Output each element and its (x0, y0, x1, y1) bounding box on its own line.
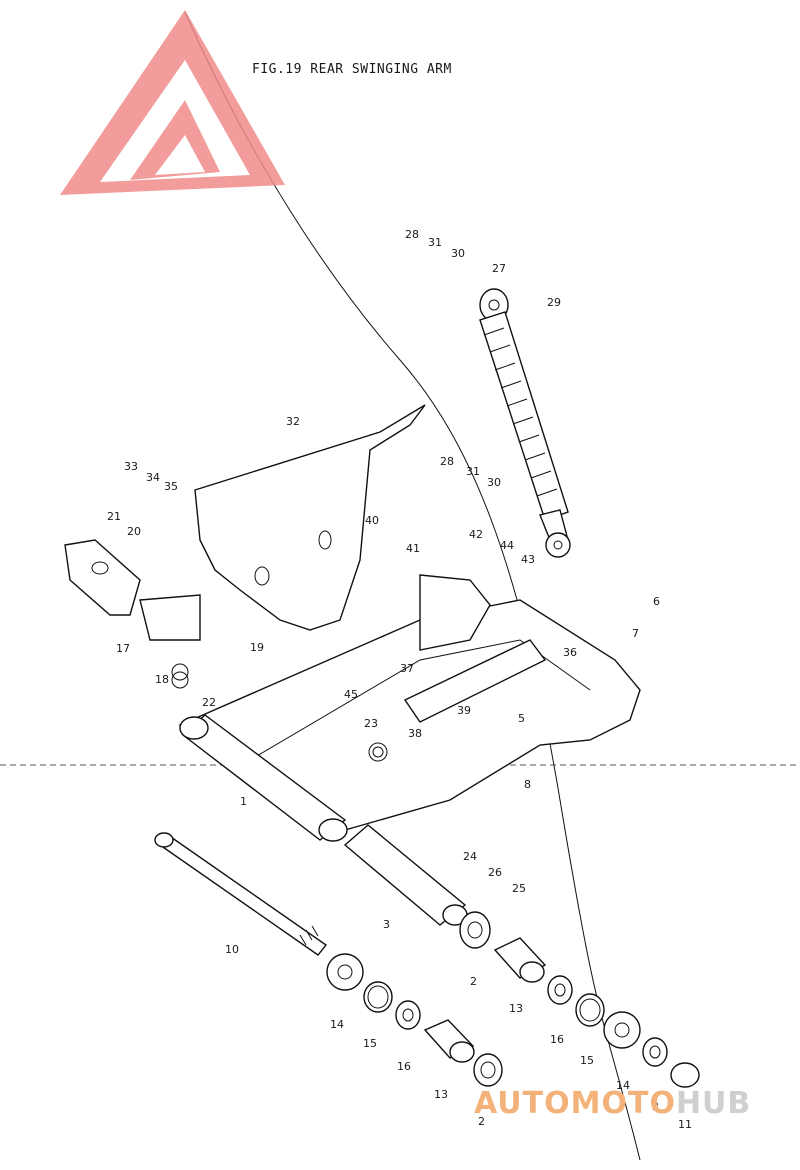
callout-22: 22 (202, 696, 216, 709)
logo-word-hub: HUB (675, 1086, 752, 1121)
callout-15: 15 (580, 1054, 594, 1067)
bush-and-washer-stack (326, 911, 700, 1088)
callout-1: 1 (240, 795, 247, 808)
callout-33: 33 (124, 460, 138, 473)
logo-word-auto: AUTO (474, 1086, 571, 1121)
callout-14: 14 (330, 1018, 344, 1031)
callout-41: 41 (406, 542, 420, 555)
callout-13: 13 (434, 1088, 448, 1101)
callout-39: 39 (457, 704, 471, 717)
callout-2: 2 (652, 1100, 659, 1113)
callout-13: 13 (509, 1002, 523, 1015)
callout-40: 40 (365, 514, 379, 527)
callout-8: 8 (524, 778, 531, 791)
callout-26: 26 (488, 866, 502, 879)
chain-guard (194, 404, 426, 631)
torque-link (403, 639, 547, 723)
brake-spring (368, 742, 388, 762)
callout-31: 31 (428, 236, 442, 249)
chain-adjuster-left (64, 539, 201, 641)
callout-43: 43 (521, 553, 535, 566)
callout-32: 32 (286, 415, 300, 428)
callout-10: 10 (225, 943, 239, 956)
callout-7: 7 (632, 627, 639, 640)
pivot-spacer (343, 824, 468, 926)
callout-31: 31 (466, 465, 480, 478)
rear-shock-absorber (479, 288, 571, 558)
callout-3: 3 (383, 918, 390, 931)
callout-34: 34 (146, 471, 160, 484)
callout-19: 19 (250, 641, 264, 654)
pivot-tube (179, 714, 348, 842)
callout-16: 16 (397, 1060, 411, 1073)
callout-21: 21 (107, 510, 121, 523)
chain-guard-hole (318, 530, 332, 550)
callout-42: 42 (469, 528, 483, 541)
callout-28: 28 (440, 455, 454, 468)
callout-36: 36 (563, 646, 577, 659)
callout-27: 27 (492, 262, 506, 275)
callout-45: 45 (344, 688, 358, 701)
callout-30: 30 (487, 476, 501, 489)
automotohub-logo (60, 10, 285, 195)
callout-18: 18 (155, 673, 169, 686)
chain-guard-hole (254, 566, 270, 586)
callout-44: 44 (500, 539, 514, 552)
callout-24: 24 (463, 850, 477, 863)
automotohub-wordmark: AUTOMOTOHUB (474, 1086, 751, 1121)
callout-35: 35 (164, 480, 178, 493)
callout-labels: 1 2 2 2 3 5 6 7 8 10 11 13 13 14 14 15 1… (107, 228, 692, 1131)
callout-23: 23 (364, 717, 378, 730)
callout-14: 14 (616, 1079, 630, 1092)
callout-28: 28 (405, 228, 419, 241)
callout-38: 38 (408, 727, 422, 740)
callout-5: 5 (518, 712, 525, 725)
callout-37: 37 (400, 662, 414, 675)
callout-30: 30 (451, 247, 465, 260)
callout-29: 29 (547, 296, 561, 309)
logo-word-moto: MOTO (570, 1086, 676, 1121)
callout-20: 20 (127, 525, 141, 538)
logo-triangle-core (155, 135, 205, 175)
callout-25: 25 (512, 882, 526, 895)
figure-title: FIG.19 REAR SWINGING ARM (252, 62, 452, 77)
callout-17: 17 (116, 642, 130, 655)
callout-16: 16 (550, 1033, 564, 1046)
callout-2: 2 (470, 975, 477, 988)
callout-11: 11 (678, 1118, 692, 1131)
pivot-bolt (154, 832, 328, 956)
chain-puller-spring (171, 663, 189, 689)
callout-2: 2 (478, 1115, 485, 1128)
callout-15: 15 (363, 1037, 377, 1050)
callout-6: 6 (653, 595, 660, 608)
